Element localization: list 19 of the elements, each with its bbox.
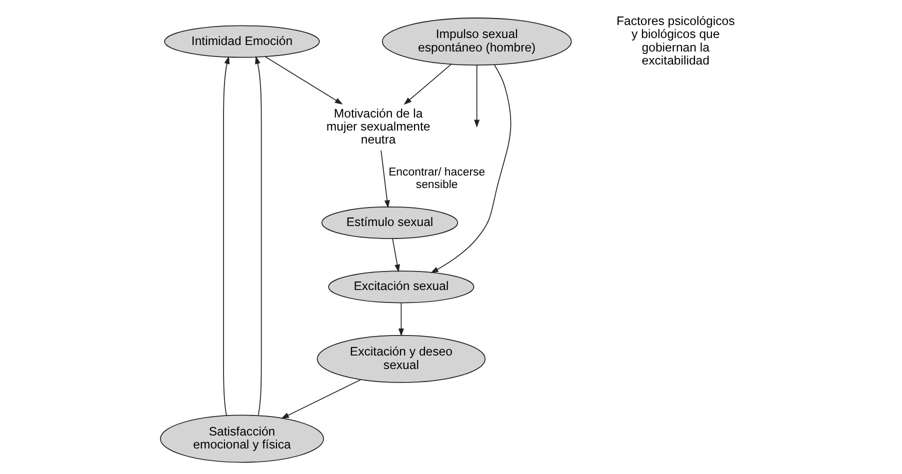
arrow [264,56,342,105]
node-ellipse: Impulso sexual espontáneo (hombre) [381,18,572,66]
label: Factores psicológicos y biológicos que gobiernan la excitabilidad [616,14,734,68]
node-ellipse: Estímulo sexual [320,206,458,239]
arrow [254,56,262,416]
arrow [280,379,361,419]
arrow [474,64,480,128]
arrow [380,150,390,208]
arrow [392,238,400,272]
arrow [398,302,404,336]
arrow [430,64,511,274]
node-text: Motivación de la mujer sexualmente neutra [326,106,430,147]
arrow [403,64,451,105]
arrow [222,56,230,416]
edge-label: Encontrar/ hacerse sensible [388,166,485,191]
node-ellipse: Intimidad Emoción [164,25,320,58]
node-ellipse: Excitación sexual [328,270,474,304]
node-ellipse: Satisfacción emocional y física [159,414,324,463]
node-ellipse: Excitación y deseo sexual [316,334,486,383]
